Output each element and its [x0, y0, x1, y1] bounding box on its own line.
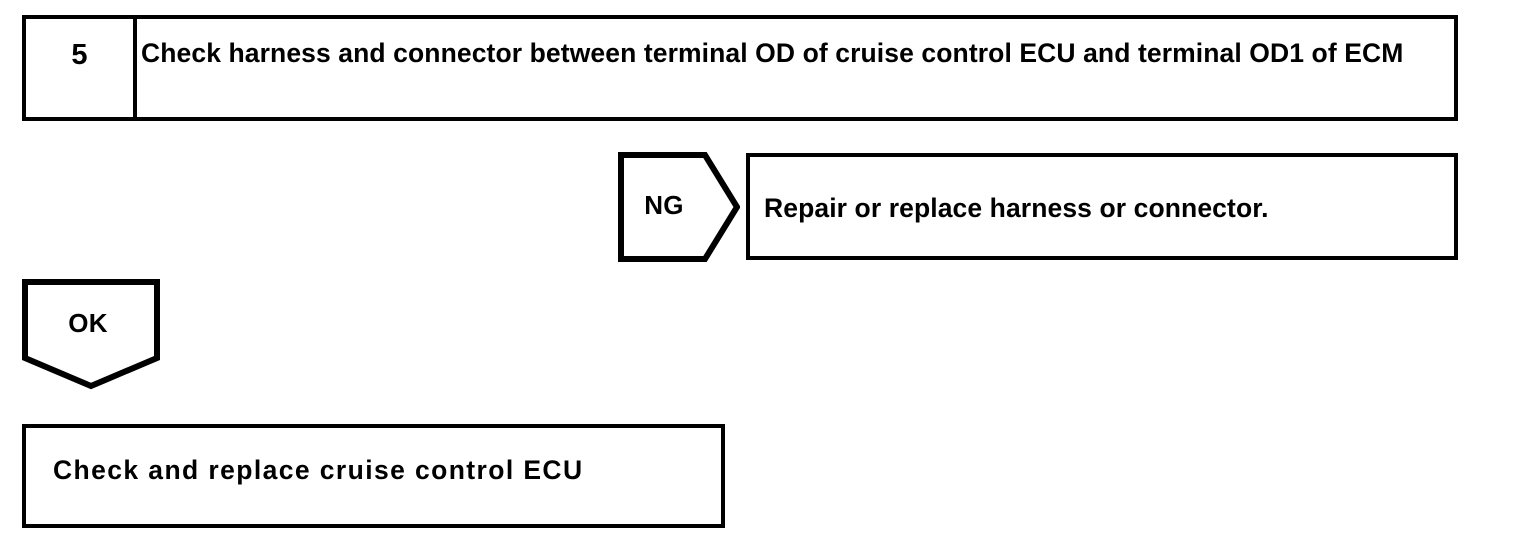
step-number-cell: 5 [26, 19, 137, 117]
pentagon-down-icon [22, 279, 160, 390]
ok-result-box: Check and replace cruise control ECU [22, 424, 725, 528]
ng-result-box: Repair or replace harness or connector. [746, 153, 1458, 260]
ng-result-text: Repair or replace harness or connector. [764, 193, 1269, 223]
step-number: 5 [71, 39, 88, 71]
pentagon-right-icon [618, 152, 740, 262]
ng-branch-marker: NG [618, 152, 740, 262]
step-row: 5 Check harness and connector between te… [22, 15, 1458, 121]
ok-branch-marker: OK [21, 278, 161, 390]
ok-result-text: Check and replace cruise control ECU [53, 455, 584, 485]
ng-branch-label: NG [644, 190, 684, 220]
step-instruction-text: Check harness and connector between term… [141, 38, 1404, 68]
ok-branch-label: OK [68, 308, 108, 338]
